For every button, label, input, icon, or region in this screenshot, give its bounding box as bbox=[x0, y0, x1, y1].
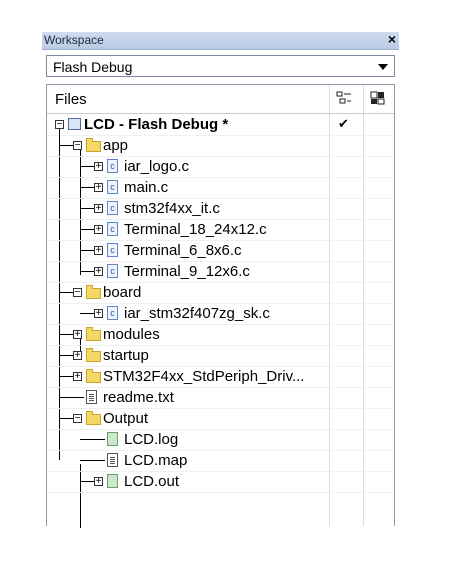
checkmark-icon: ✔ bbox=[338, 116, 349, 131]
c-source-file-icon: c bbox=[107, 180, 118, 194]
tree-file-row[interactable]: LCD.log bbox=[47, 429, 394, 451]
expand-toggle[interactable]: + bbox=[94, 182, 103, 193]
tree-item-label: Terminal_18_24x12.c bbox=[124, 221, 267, 238]
expand-toggle[interactable]: + bbox=[94, 476, 103, 487]
folder-icon bbox=[86, 285, 101, 299]
tree-folder-row[interactable]: + startup bbox=[47, 345, 394, 367]
configuration-dropdown[interactable]: Flash Debug bbox=[46, 55, 395, 77]
c-source-file-icon: c bbox=[107, 159, 118, 173]
tree-file-row[interactable]: + c stm32f4xx_it.c bbox=[47, 198, 394, 220]
tree-file-row[interactable]: + c iar_logo.c bbox=[47, 156, 394, 178]
tree-item-label: modules bbox=[103, 326, 160, 343]
output-file-icon bbox=[107, 474, 118, 488]
files-column-header: Files bbox=[55, 91, 87, 108]
text-file-icon bbox=[107, 453, 118, 467]
text-file-icon bbox=[86, 390, 97, 404]
tree-file-row[interactable]: + c main.c bbox=[47, 177, 394, 199]
tree-item-label: iar_stm32f407zg_sk.c bbox=[124, 305, 270, 322]
tree-item-label: app bbox=[103, 137, 129, 154]
expand-toggle[interactable]: + bbox=[94, 245, 103, 256]
tree-item-label: LCD.out bbox=[124, 473, 180, 490]
tree-file-row[interactable]: + c Terminal_9_12x6.c bbox=[47, 261, 394, 283]
tree-item-label: stm32f4xx_it.c bbox=[124, 200, 220, 217]
folder-icon bbox=[86, 411, 101, 425]
project-icon bbox=[68, 118, 81, 130]
make-status-icon[interactable] bbox=[336, 91, 352, 105]
tree-item-label: Output bbox=[103, 410, 149, 427]
c-source-file-icon: c bbox=[107, 243, 118, 257]
tree-folder-row[interactable]: − app bbox=[47, 135, 394, 157]
tree-item-label: readme.txt bbox=[103, 389, 174, 406]
tree-item-label: STM32F4xx_StdPeriph_Driv... bbox=[103, 368, 305, 385]
tree-folder-row[interactable]: − board bbox=[47, 282, 394, 304]
expand-toggle[interactable]: + bbox=[94, 161, 103, 172]
c-source-file-icon: c bbox=[107, 201, 118, 215]
tree-file-row[interactable]: readme.txt bbox=[47, 387, 394, 409]
project-label: LCD - Flash Debug * bbox=[84, 116, 229, 133]
column-divider bbox=[329, 85, 330, 526]
c-source-file-icon: c bbox=[107, 222, 118, 236]
tree-item-label: startup bbox=[103, 347, 149, 364]
folder-icon bbox=[86, 348, 101, 362]
collapse-toggle[interactable]: − bbox=[73, 413, 82, 424]
tree-item-label: main.c bbox=[124, 179, 169, 196]
tree-folder-row[interactable]: + modules bbox=[47, 324, 394, 346]
output-file-icon bbox=[107, 432, 118, 446]
tree-item-label: Terminal_6_8x6.c bbox=[124, 242, 242, 259]
file-tree: Files − LCD - Flash Debug * ✔ bbox=[46, 84, 395, 528]
tree-item-label: iar_logo.c bbox=[124, 158, 190, 175]
expand-toggle[interactable]: + bbox=[94, 266, 103, 277]
close-icon[interactable]: × bbox=[387, 31, 396, 47]
tree-file-row[interactable]: LCD.map bbox=[47, 450, 394, 472]
expand-toggle[interactable]: + bbox=[73, 350, 82, 361]
column-divider bbox=[363, 85, 364, 526]
tree-file-row[interactable]: + c Terminal_18_24x12.c bbox=[47, 219, 394, 241]
tree-row-project[interactable]: − LCD - Flash Debug * ✔ bbox=[47, 114, 394, 136]
collapse-toggle[interactable]: − bbox=[73, 140, 82, 151]
tree-folder-row[interactable]: + STM32F4xx_StdPeriph_Driv... bbox=[47, 366, 394, 388]
tree-file-row[interactable]: + c iar_stm32f407zg_sk.c bbox=[47, 303, 394, 325]
expand-toggle[interactable]: + bbox=[73, 371, 82, 382]
tree-item-label: LCD.log bbox=[124, 431, 179, 448]
expand-toggle[interactable]: + bbox=[94, 203, 103, 214]
folder-icon bbox=[86, 138, 101, 152]
c-source-file-icon: c bbox=[107, 264, 118, 278]
expand-toggle[interactable]: + bbox=[94, 308, 103, 319]
tree-item-label: Terminal_9_12x6.c bbox=[124, 263, 250, 280]
c-source-file-icon: c bbox=[107, 306, 118, 320]
options-icon[interactable] bbox=[370, 91, 386, 105]
tree-item-label: LCD.map bbox=[124, 452, 188, 469]
chevron-down-icon[interactable] bbox=[378, 64, 388, 70]
tree-folder-row[interactable]: − Output bbox=[47, 408, 394, 430]
collapse-toggle[interactable]: − bbox=[55, 119, 64, 130]
folder-icon bbox=[86, 327, 101, 341]
title-bar: Workspace × bbox=[42, 31, 399, 50]
folder-icon bbox=[86, 369, 101, 383]
window-title: Workspace bbox=[44, 33, 104, 47]
expand-toggle[interactable]: + bbox=[73, 329, 82, 340]
tree-header: Files bbox=[47, 85, 394, 114]
tree-file-row[interactable]: + LCD.out bbox=[47, 471, 394, 493]
tree-file-row[interactable]: + c Terminal_6_8x6.c bbox=[47, 240, 394, 262]
workspace-panel: Workspace × Flash Debug Files bbox=[42, 31, 399, 528]
configuration-value: Flash Debug bbox=[53, 59, 133, 75]
tree-item-label: board bbox=[103, 284, 142, 301]
expand-toggle[interactable]: + bbox=[94, 224, 103, 235]
collapse-toggle[interactable]: − bbox=[73, 287, 82, 298]
